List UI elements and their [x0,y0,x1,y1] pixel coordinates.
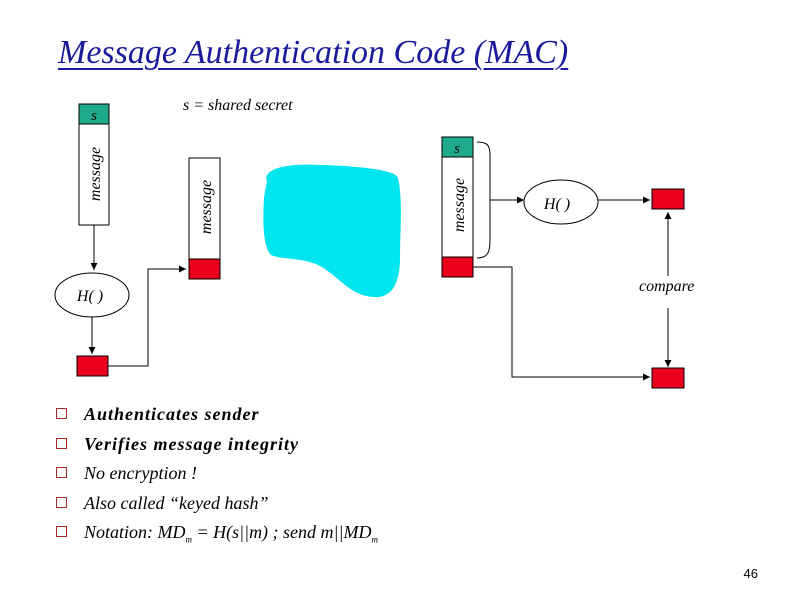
notation-middle2: m) ; send m [249,522,334,542]
notation-prefix: Notation: MD [84,522,186,542]
left-message-box [78,123,110,226]
bullet-marker-icon [56,526,67,537]
bullet-item: Verifies message integrity [52,432,378,462]
middle-mac-box [188,258,221,280]
channel-cloud [263,164,401,298]
right-mac-box [441,256,474,278]
right-secret-label: s [454,141,460,157]
bullet-item: Also called “keyed hash” [52,491,378,521]
bullet-item-notation: Notation: MDm = H(s||m) ; send m||MDm [52,520,378,550]
right-hash-label: H( ) [543,196,570,213]
received-mac-box [651,367,685,389]
notation-subscript: m [371,534,378,545]
left-mac-box [76,355,109,377]
left-hash-label: H( ) [76,288,103,305]
notation-subscript: m [185,534,193,545]
computed-mac-box [651,188,685,210]
bullet-item: No encryption ! [52,461,378,491]
right-message-box [441,156,474,258]
bullet-marker-icon [56,496,67,508]
page-number: 46 [743,566,758,581]
bullet-list: Authenticates sender Verifies message in… [52,402,378,550]
left-message-label: message [87,147,104,201]
arrow-mac-to-message [108,265,186,367]
bullet-text: No encryption ! [84,463,197,483]
concat-symbol: || [333,522,344,542]
concat-symbol: || [239,522,250,542]
arrow-received-mac [473,266,650,381]
right-brace [476,141,491,259]
bullet-text: Also called “keyed hash” [84,492,269,513]
compare-label: compare [639,278,694,295]
bullet-marker-icon [56,467,67,478]
bullet-marker-icon [56,408,67,419]
shared-secret-note: s = shared secret [183,97,293,114]
bullet-marker-icon [56,437,67,449]
notation-middle: = H(s [192,522,240,542]
notation-suffix: MD [343,522,372,542]
right-message-label: message [451,178,468,232]
slide-title: Message Authentication Code (MAC) [58,34,569,71]
right-hash-ellipse [523,179,599,225]
bullet-text: Verifies message integrity [84,433,299,454]
left-secret-label: s [91,108,97,124]
bullet-text: Authenticates sender [84,404,260,424]
bullet-item: Authenticates sender [52,402,378,432]
middle-message-label: message [198,180,215,234]
